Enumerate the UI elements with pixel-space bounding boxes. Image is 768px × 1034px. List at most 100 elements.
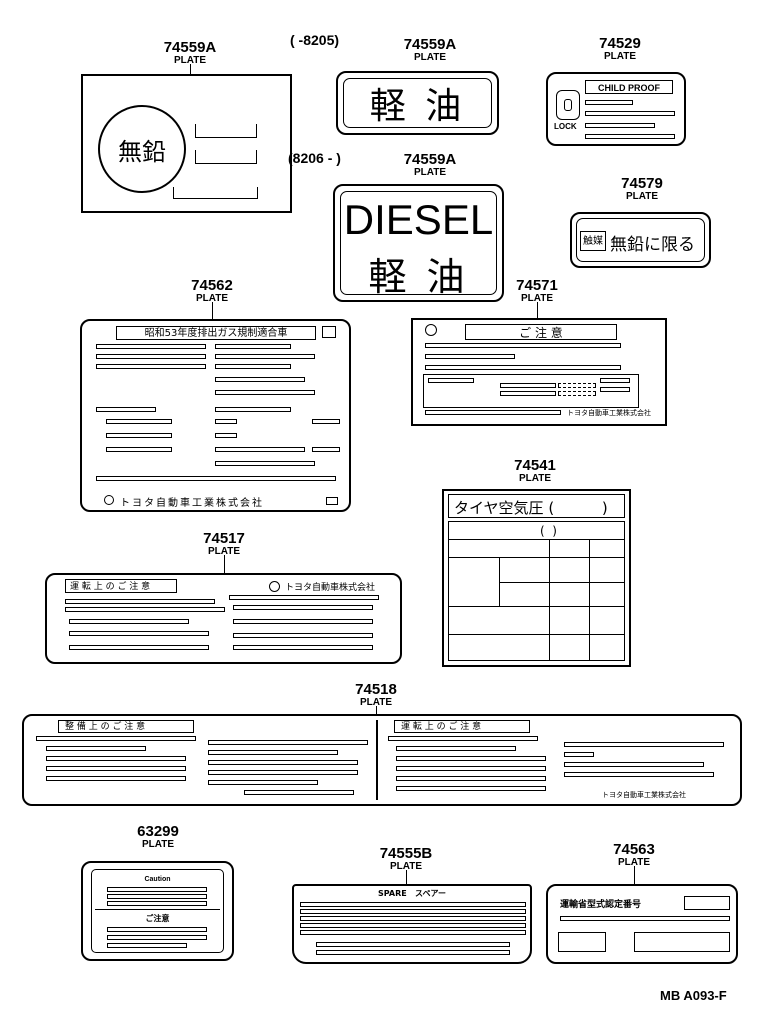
blank-line <box>312 447 340 452</box>
part-number: 74559A <box>403 36 457 53</box>
caution-header: ご 注 意 <box>465 324 617 340</box>
plate-74518-caution-dual[interactable]: 整 備 上 の ご 注 意 運 転 上 の ご 注 意 トヨタ自動車工業株式会社 <box>22 714 742 806</box>
blank-line <box>69 619 189 624</box>
blank-field <box>195 150 257 164</box>
part-label-74559a-3: 74559A PLATE <box>390 152 470 178</box>
unleaded-text: 無鉛 <box>118 137 166 166</box>
plate-74559a-diesel-jp[interactable]: 軽 油 <box>336 71 499 135</box>
part-number: 74559A <box>403 151 457 168</box>
leader-line <box>212 302 213 319</box>
caution-jp-text: ご注意 <box>145 914 170 923</box>
part-number: 74559A <box>163 39 217 56</box>
blank-line <box>215 364 291 369</box>
leader-line <box>537 302 538 318</box>
blank-line <box>233 619 373 624</box>
part-label-74563: 74563 PLATE <box>594 842 674 868</box>
part-label-74571: 74571 PLATE <box>497 278 577 304</box>
blank-line <box>215 390 315 395</box>
blank-line <box>425 354 515 359</box>
plate-74559a-unleaded[interactable]: 無鉛 <box>81 74 292 213</box>
unleaded-circle: 無鉛 <box>98 105 186 193</box>
driving-caution-header: 運 転 上 の ご 注 意 <box>394 720 530 733</box>
part-label-63299: 63299 PLATE <box>118 824 198 850</box>
blank-line <box>106 433 172 438</box>
plate-74541-tire-pressure[interactable]: タイヤ空気圧 ( ) ( ) <box>442 489 631 667</box>
part-label-74559a-1: 74559A PLATE <box>150 40 230 66</box>
blank-line <box>215 433 237 438</box>
serial-range-note: (8206 - ) <box>288 150 341 166</box>
part-label-74555b: 74555B PLATE <box>366 846 446 872</box>
leader-line <box>190 64 191 74</box>
lock-knob-icon <box>556 90 580 120</box>
part-name: PLATE <box>195 293 229 304</box>
part-label-74518: 74518 PLATE <box>336 682 416 708</box>
blank-line <box>233 633 373 638</box>
toyota-logo-icon <box>425 324 437 336</box>
maker-name: トヨタ自動車株式会社 <box>285 583 376 593</box>
part-name: PLATE <box>359 697 393 708</box>
blank-field <box>195 124 257 138</box>
part-number: 74529 <box>599 35 641 52</box>
plate-74579-catalyst[interactable]: 触媒 無鉛に限る <box>570 212 711 268</box>
blank-line <box>215 344 291 349</box>
plate-63299-caution[interactable]: Caution ご注意 <box>81 861 234 961</box>
blank-line <box>96 344 206 349</box>
diesel-text: DIESEL <box>343 196 494 243</box>
spare-header: SPARE スペアー <box>377 889 447 898</box>
plate-74563-type-approval[interactable]: 運輸省型式認定番号 <box>546 884 738 964</box>
blank-line <box>585 111 675 116</box>
blank-field <box>173 187 258 199</box>
serial-range-note: ( -8205) <box>290 32 340 48</box>
part-name: PLATE <box>173 55 207 66</box>
center-divider <box>376 720 378 800</box>
tire-pressure-table <box>448 521 625 661</box>
blank-line <box>215 447 305 452</box>
part-label-74517: 74517 PLATE <box>184 531 264 557</box>
blank-line <box>425 410 561 415</box>
leader-line <box>406 870 407 884</box>
plate-74529-child-proof[interactable]: CHILD PROOF LOCK <box>546 72 686 146</box>
blank-line <box>106 447 172 452</box>
diagram-code: MB A093-F <box>660 988 727 1003</box>
part-name: PLATE <box>617 857 651 868</box>
plate-74517-driving-caution[interactable]: 運 転 上 の ご 注 意 トヨタ自動車株式会社 <box>45 573 402 664</box>
part-name: PLATE <box>603 51 637 62</box>
part-name: PLATE <box>413 52 447 63</box>
blank-line <box>69 645 209 650</box>
blank-line <box>106 419 172 424</box>
unleaded-only-text: 無鉛に限る <box>610 235 695 255</box>
part-number: 74541 <box>514 457 556 474</box>
emission-header: 昭和53年度排出ガス規制適合車 <box>116 326 316 340</box>
part-number: 74555B <box>379 845 433 862</box>
blank-line <box>96 476 336 481</box>
child-proof-header: CHILD PROOF <box>585 80 673 94</box>
plate-74562-emission[interactable]: 昭和53年度排出ガス規制適合車 トヨタ自動車工業株式会社 <box>80 319 351 512</box>
blank-line <box>215 461 315 466</box>
blank-line <box>233 605 373 610</box>
toyota-logo-icon <box>104 495 114 505</box>
part-number: 74579 <box>621 175 663 192</box>
plate-74555b-spare[interactable]: SPARE スペアー <box>292 884 532 964</box>
plate-74571-caution[interactable]: ご 注 意 トヨタ自動車工業株式会社 <box>411 318 667 426</box>
plate-74559a-diesel[interactable]: DIESEL 軽 油 <box>333 184 504 302</box>
caution-inner-box <box>423 374 639 408</box>
blank-line <box>96 407 156 412</box>
caution-text: Caution <box>144 876 171 883</box>
blank-line <box>215 419 237 424</box>
blank-line <box>215 377 305 382</box>
blank-line <box>215 407 291 412</box>
part-label-74559a-2: 74559A PLATE <box>390 37 470 63</box>
maker-name: トヨタ自動車工業株式会社 <box>602 791 686 799</box>
catalyst-box: 触媒 <box>580 231 606 251</box>
part-name: PLATE <box>413 167 447 178</box>
diesel-jp-text: 軽 油 <box>369 86 466 127</box>
blank-line <box>312 419 340 424</box>
part-number: 74518 <box>355 681 397 698</box>
toyota-logo-icon <box>269 581 280 592</box>
leader-line <box>634 866 635 884</box>
maker-name: トヨタ自動車工業株式会社 <box>567 409 651 417</box>
maker-name: トヨタ自動車工業株式会社 <box>120 498 264 509</box>
diesel-jp-text: 軽 油 <box>368 255 469 299</box>
blank-line <box>585 123 655 128</box>
blank-line <box>96 354 206 359</box>
